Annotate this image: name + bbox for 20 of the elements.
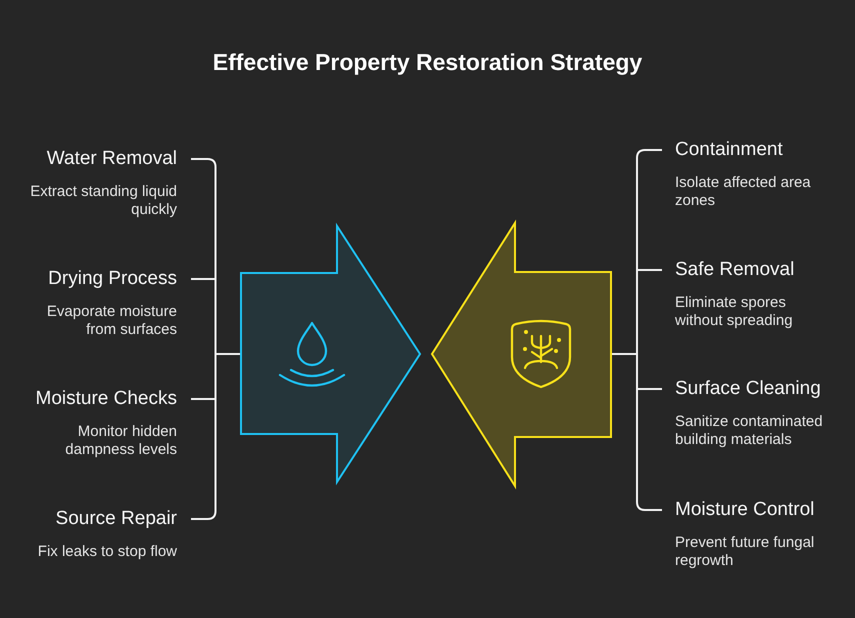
step-description: Prevent future fungal regrowth (675, 534, 816, 570)
right-arrow-shape (240, 225, 421, 483)
step-description: Monitor hidden dampness levels (64, 423, 177, 459)
step-heading: Source Repair (56, 507, 177, 531)
step-description: Eliminate spores without spreading (675, 294, 794, 330)
step-heading: Water Removal (46, 147, 177, 171)
step-description: Fix leaks to stop flow (38, 543, 177, 561)
step-heading: Moisture Control (675, 498, 814, 522)
diagram-title: Effective Property Restoration Strategy (212, 48, 642, 77)
step-heading: Moisture Checks (36, 387, 177, 411)
step-heading: Surface Cleaning (675, 377, 821, 401)
step-heading: Containment (675, 138, 783, 162)
connector-line (191, 353, 240, 520)
step-description: Sanitize contaminated building materials (675, 413, 824, 449)
step-heading: Safe Removal (675, 258, 794, 282)
step-description: Extract standing liquid quickly (29, 183, 177, 219)
step-description: Isolate affected area zones (675, 174, 812, 210)
step-heading: Drying Process (48, 267, 177, 291)
step-description: Evaporate moisture from surfaces (46, 303, 177, 339)
left-arrow-shape (431, 222, 612, 487)
